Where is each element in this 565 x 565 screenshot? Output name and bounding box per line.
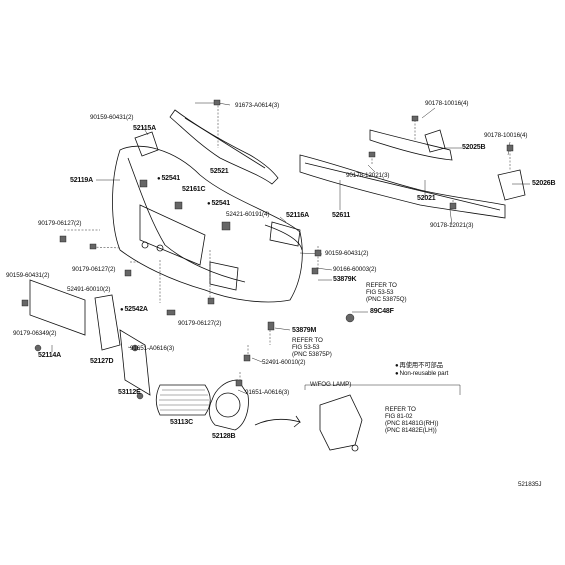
label-91651-A0616-left: 91651-A0616(3)	[130, 345, 175, 352]
bumper-reinforcement-52521	[169, 109, 279, 185]
label-52421-60191: 52421-60191(4)	[226, 211, 270, 218]
label-52116A: 52116A	[286, 212, 309, 219]
label-52025B: 52025B	[462, 144, 486, 151]
fasteners	[21, 99, 514, 400]
label-91673-A0614: 91673-A0614(3)	[235, 102, 280, 109]
label-52491-60010-lower: 52491-60010(2)	[262, 359, 306, 366]
label-90166-60003: 90166-60003(2)	[333, 266, 377, 273]
label-52541-lower: 52541	[207, 200, 230, 208]
label-90159-60431-right: 90159-60431(2)	[325, 250, 369, 257]
legend-non-reusable: Non-reusable part	[395, 370, 449, 378]
label-52542A: 52542A	[120, 306, 148, 314]
arrow-to-inset	[254, 415, 301, 428]
label-53112E: 53112E	[118, 389, 141, 396]
label-89C48F: 89C48F	[370, 308, 394, 315]
leader-lines	[51, 102, 530, 394]
label-90159-60431-top: 90159-60431(2)	[90, 114, 134, 121]
label-52115A: 52115A	[133, 125, 156, 132]
label-52127D: 52127D	[90, 358, 114, 365]
label-52119A: 52119A	[70, 177, 93, 184]
label-90159-60431-left: 90159-60431(2)	[6, 272, 50, 279]
label-52021: 52021	[417, 195, 436, 202]
label-90178-12021-center: 90178-12021(3)	[346, 172, 390, 179]
label-90179-06127-left: 90179-06127(2)	[38, 220, 82, 227]
label-52128B: 52128B	[212, 433, 236, 440]
fog-lamp-cover-52128B	[208, 379, 249, 431]
label-90179-06127-mid: 90179-06127(2)	[72, 266, 116, 273]
label-52161C: 52161C	[182, 186, 206, 193]
bumper-beam-52021	[299, 129, 526, 219]
label-90179-06127-lower: 90179-06127(2)	[178, 320, 222, 327]
label-90178-12021-right: 90178-12021(3)	[430, 222, 474, 229]
label-53879M: 53879M	[292, 327, 317, 334]
lower-grille-53113C	[155, 384, 211, 416]
legend-japanese: 再使用不可部品	[395, 362, 443, 370]
label-90179-06349: 90179-06349(2)	[13, 330, 57, 337]
side-retainers	[29, 131, 301, 396]
assembly-lines	[64, 102, 511, 380]
refer-fig-81-02: REFER TO FIG 81-02 (PNC 81481G(RH)) (PNC…	[385, 406, 439, 434]
bumper-cover	[112, 145, 303, 303]
label-52611: 52611	[332, 212, 351, 219]
label-53113C: 53113C	[170, 419, 193, 426]
fog-lamp-inset	[304, 384, 461, 452]
label-52026B: 52026B	[532, 180, 556, 187]
refer-fig-53-53-p: REFER TO FIG 53-53 (PNC 53875P)	[292, 337, 332, 358]
label-90178-10016-right: 90178-10016(4)	[484, 132, 528, 139]
label-90178-10016-upper: 90178-10016(4)	[425, 100, 469, 107]
refer-fig-53-53-q: REFER TO FIG 53-53 (PNC 53875Q)	[366, 282, 407, 303]
label-52521: 52521	[210, 168, 229, 175]
label-52491-60010-upper: 52491-60010(2)	[67, 286, 111, 293]
inset-title: W/FOG LAMP)	[310, 381, 352, 388]
figure-id: 521835J	[518, 481, 542, 488]
label-52541-upper: 52541	[157, 175, 180, 183]
label-52114A: 52114A	[38, 352, 61, 359]
label-91651-A0616-right: 91651-A0616(3)	[245, 389, 290, 396]
label-53879K: 53879K	[333, 276, 357, 283]
